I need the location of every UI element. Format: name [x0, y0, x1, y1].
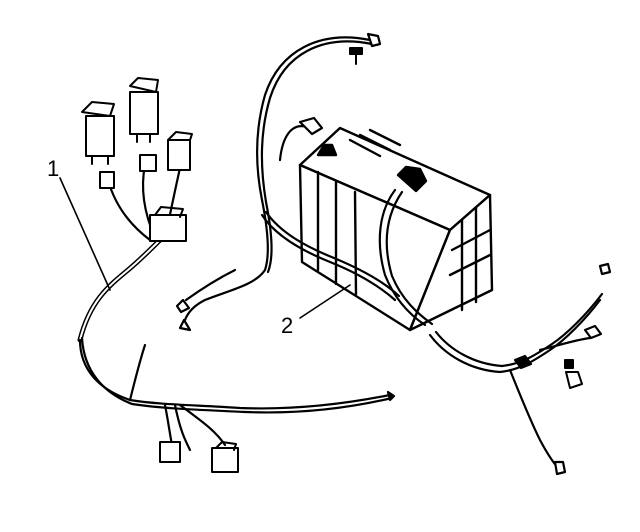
bolt-top — [349, 47, 363, 65]
terminal-fitting — [564, 359, 583, 389]
callout-2: 2 — [281, 313, 294, 338]
battery-cable-2 — [260, 116, 434, 327]
right-harness — [428, 262, 612, 476]
relay-connectors — [81, 77, 239, 473]
callout-1: 1 — [47, 156, 60, 181]
battery — [298, 126, 494, 332]
leader-line-2 — [299, 284, 351, 319]
upper-cable — [175, 32, 382, 332]
leader-line-1 — [59, 177, 111, 291]
